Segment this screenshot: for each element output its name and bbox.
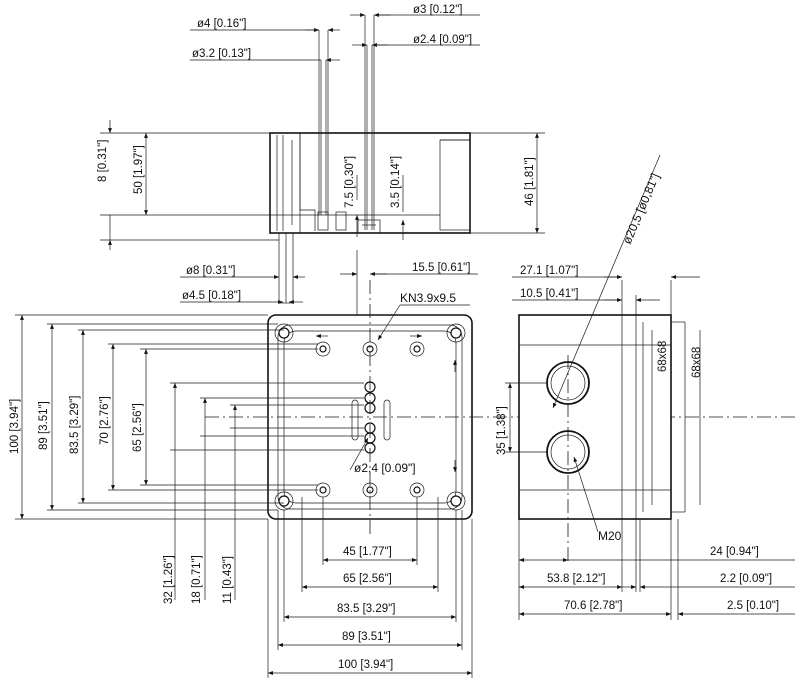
dim-width-65: 65 [2.56"] (343, 573, 392, 585)
mount-hole-3 (409, 341, 425, 357)
dim-offset-top: 15.5 [0.61"] (412, 262, 470, 274)
side-view-body (518, 314, 672, 520)
dim-spacing-32: 32 [1.26"] (163, 555, 175, 604)
dim-pin-outer: ø4 [0.16"] (197, 18, 246, 30)
mount-hole-1 (315, 341, 331, 357)
top-view-body (269, 132, 471, 234)
corner-screw-br (446, 491, 466, 511)
corner-screw-tr (446, 323, 466, 343)
dim-side-24: 24 [0.94"] (710, 546, 759, 558)
dim-lid-height: 8 [0.31"] (97, 140, 109, 182)
dim-spacing-11: 11 [0.43"] (222, 556, 234, 604)
dim-side-53-8: 53.8 [2.12"] (547, 573, 605, 585)
front-view: 15.5 [0.61"] KN3.9x9.5 ø2,4 [0.09"] 100 … (9, 250, 795, 678)
dim-height-89: 89 [3.51"] (38, 401, 50, 450)
dim-foot-outer: ø8 [0.31"] (186, 265, 235, 277)
dim-body-height: 50 [1.97"] (133, 145, 145, 194)
area-label-2: 68x68 (691, 347, 703, 378)
dim-screw-height: 3.5 [0.14"] (390, 156, 402, 208)
dim-width-45: 45 [1.77"] (343, 546, 392, 558)
dim-right-height: 46 [1.81"] (524, 157, 536, 206)
dim-width-83-5: 83.5 [3.29"] (337, 603, 395, 615)
dim-side-27-1: 27.1 [1.07"] (520, 265, 578, 277)
area-label-1: 68x68 (657, 341, 669, 372)
dim-width-100: 100 [3.94"] (338, 659, 393, 671)
dim-screw-inner: ø2.4 [0.09"] (413, 34, 472, 46)
corner-screw-tl (274, 323, 294, 343)
center-hole-label: ø2,4 [0.09"] (354, 461, 416, 475)
dim-spacing-18: 18 [0.71"] (191, 555, 203, 604)
rail-slot-left (351, 399, 359, 441)
side-view: 27.1 [1.07"] 10.5 [0.41"] ø20,5 [ø0,81"]… (496, 154, 795, 620)
thread-label: M20 (598, 529, 622, 543)
dim-knockout-spacing: 35 [1.38"] (496, 406, 508, 455)
top-view: ø4 [0.16"] ø3.2 [0.13"] ø3 [0.12"] ø2.4 … (97, 4, 545, 304)
dim-pin-inner: ø3.2 [0.13"] (192, 48, 251, 60)
dim-side-70-6: 70.6 [2.78"] (564, 600, 622, 612)
dim-height-83-5: 83.5 [3.29"] (69, 396, 81, 454)
rail-slot-right (383, 399, 391, 441)
dim-height-70: 70 [2.76"] (99, 396, 111, 445)
dim-side-2-2: 2.2 [0.09"] (720, 573, 772, 585)
knockout-diameter-label: ø20,5 [ø0,81"] (620, 171, 662, 246)
dim-pin-height: 7.5 [0.30"] (344, 156, 356, 208)
dim-height-65: 65 [2.56"] (132, 403, 144, 452)
dim-foot-inner: ø4.5 [0.18"] (182, 290, 241, 302)
screw-spec-label: KN3.9x9.5 (400, 291, 456, 305)
dim-screw-outer: ø3 [0.12"] (413, 4, 462, 16)
dim-side-2-5: 2.5 [0.10"] (727, 600, 779, 612)
dim-height-100: 100 [3.94"] (9, 399, 21, 454)
dim-side-10-5: 10.5 [0.41"] (520, 288, 578, 300)
dim-width-89: 89 [3.51"] (342, 631, 391, 643)
